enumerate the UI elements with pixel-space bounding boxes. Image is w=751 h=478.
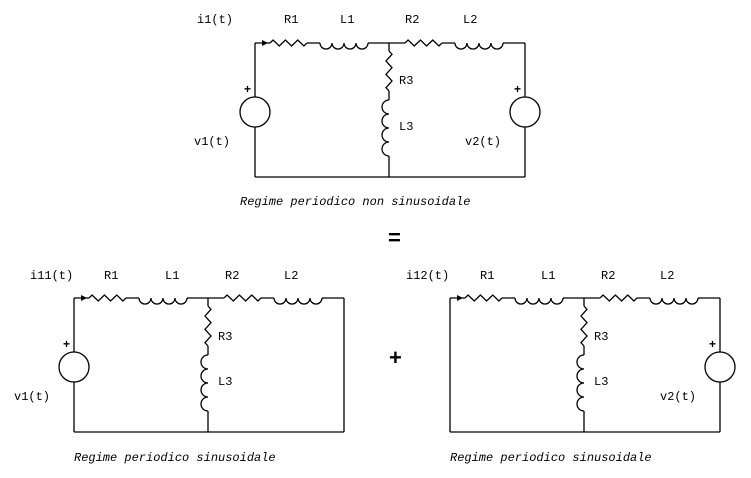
current-label: i12(t) [406, 269, 449, 283]
left-source-polarity: + [244, 82, 251, 96]
resistor-r2 [404, 39, 443, 47]
label-l1: L1 [541, 269, 555, 283]
current-arrow-icon [457, 295, 463, 301]
right-voltage-source-icon [509, 96, 541, 128]
circuit-sinusoidal-2: i12(t) R1 L1 R2 L2 R3 L3 + v2(t) Regime … [406, 269, 736, 465]
label-l2: L2 [660, 269, 674, 283]
caption: Regime periodico sinusoidale [74, 451, 276, 465]
left-voltage-source-icon [58, 351, 90, 383]
current-label: i11(t) [30, 269, 73, 283]
label-l3: L3 [218, 375, 232, 389]
left-voltage-source-icon [239, 96, 271, 128]
current-arrow-icon [81, 295, 87, 301]
right-source-polarity: + [709, 337, 716, 351]
inductor-l3 [576, 354, 585, 412]
current-arrow-icon [262, 40, 268, 46]
circuit-original: i1(t) R1 L1 R2 L2 R3 L3 + v1(t) + v2(t) … [194, 13, 541, 209]
inductor-l1 [514, 297, 564, 305]
caption: Regime periodico sinusoidale [450, 451, 652, 465]
left-source-label: v1(t) [14, 390, 50, 404]
inductor-l3 [200, 354, 209, 412]
right-source-polarity: + [514, 82, 521, 96]
right-source-label: v2(t) [660, 390, 696, 404]
left-source-polarity: + [63, 337, 70, 351]
label-l3: L3 [594, 375, 608, 389]
label-r3: R3 [218, 330, 232, 344]
label-r1: R1 [104, 269, 118, 283]
caption: Regime periodico non sinusoidale [240, 195, 470, 209]
left-source-label: v1(t) [194, 135, 230, 149]
resistor-r3 [580, 305, 588, 347]
label-r2: R2 [225, 269, 239, 283]
current-label: i1(t) [197, 13, 233, 27]
label-r2: R2 [601, 269, 615, 283]
resistor-r2 [223, 294, 262, 302]
label-l3: L3 [399, 120, 413, 134]
right-source-label: v2(t) [465, 135, 501, 149]
plus-sign: + [389, 345, 402, 370]
inductor-l1 [138, 297, 188, 305]
inductor-l3 [381, 99, 390, 157]
inductor-l1 [319, 42, 369, 50]
resistor-r3 [204, 305, 212, 347]
right-voltage-source-icon [704, 351, 736, 383]
label-l2: L2 [284, 269, 298, 283]
inductor-l2 [273, 297, 323, 305]
label-l1: L1 [165, 269, 179, 283]
equals-sign: = [388, 225, 401, 250]
label-l2: L2 [463, 13, 477, 27]
inductor-l2 [454, 42, 504, 50]
label-r1: R1 [284, 13, 298, 27]
resistor-r2 [599, 294, 638, 302]
label-r2: R2 [405, 13, 419, 27]
resistor-r1 [88, 294, 127, 302]
circuit-sinusoidal-1: i11(t) R1 L1 R2 L2 R3 L3 + v1(t) Regime … [14, 269, 345, 465]
label-l1: L1 [340, 13, 354, 27]
resistor-r1 [269, 39, 308, 47]
label-r3: R3 [594, 330, 608, 344]
resistor-r3 [385, 50, 393, 92]
label-r3: R3 [399, 74, 413, 88]
label-r1: R1 [480, 269, 494, 283]
inductor-l2 [649, 297, 699, 305]
resistor-r1 [464, 294, 503, 302]
